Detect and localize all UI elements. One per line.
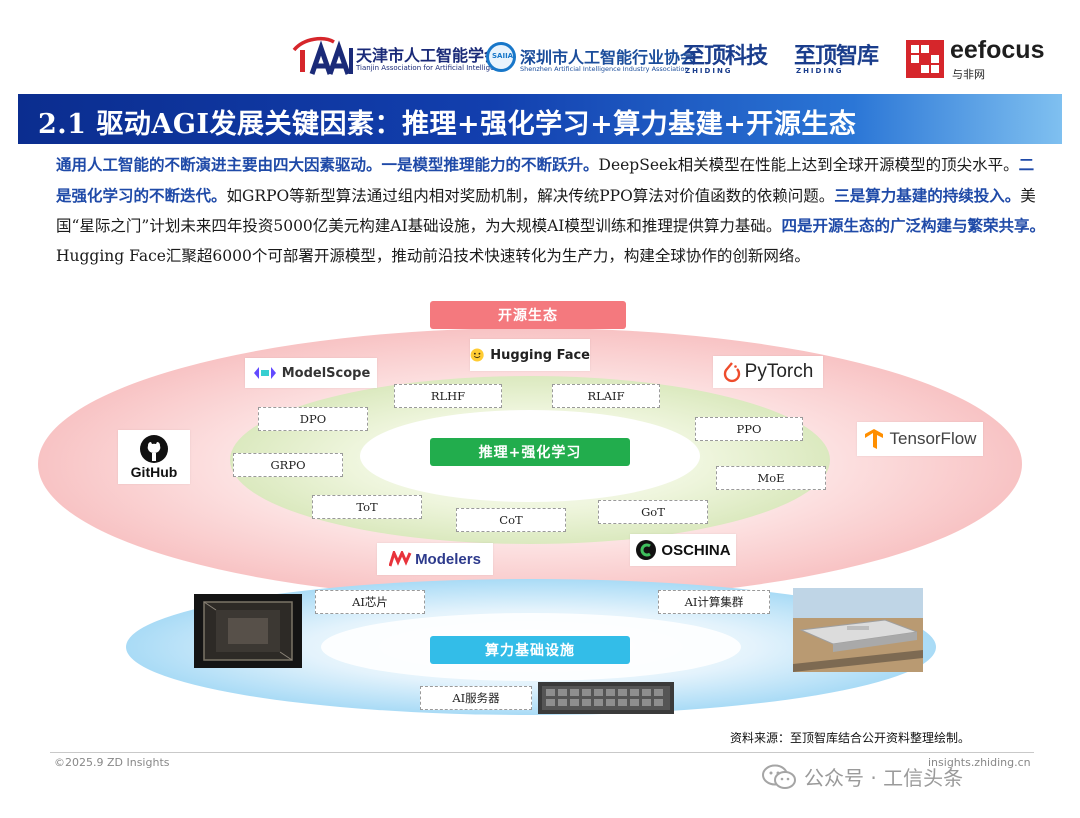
modelscope-label: ModelScope — [282, 366, 371, 381]
eefocus-logo: eefocus 与非网 — [906, 36, 1056, 80]
zhiding-tech-name: 至顶科技 — [683, 38, 767, 70]
modelscope-logo: ModelScope — [245, 358, 377, 388]
github-logo: GitHub — [118, 430, 190, 484]
github-octocat-icon — [139, 434, 169, 464]
tjaai-mark-icon — [290, 36, 354, 80]
modelscope-icon — [252, 364, 278, 382]
term-got: GoT — [598, 500, 708, 524]
ai-server-image — [538, 680, 674, 716]
oschina-icon — [635, 539, 657, 561]
szaia-badge-icon: SAIIA — [486, 42, 516, 72]
term-ai-cluster: AI计算集群 — [658, 590, 770, 614]
zhiding-tech-en: ZHIDING — [685, 67, 733, 75]
oschina-label: OSCHINA — [661, 542, 730, 559]
tjaai-logo: 天津市人工智能学会 Tianjin Association for Artifi… — [290, 36, 480, 80]
term-rlaif: RLAIF — [552, 384, 660, 408]
summary-segment-7: 四是开源生态的广泛构建与繁荣共享。 — [781, 216, 1045, 235]
eefocus-name: eefocus — [950, 36, 1044, 65]
open-source-pill: 开源生态 — [430, 301, 626, 329]
ai-chip-image — [194, 594, 302, 668]
wechat-watermark: 公众号 · 工信头条 — [762, 762, 963, 791]
summary-segment-1: 通用人工智能的不断演进主要由四大因素驱动。一是模型推理能力的不断跃升。 — [56, 155, 599, 174]
summary-paragraph: 通用人工智能的不断演进主要由四大因素驱动。一是模型推理能力的不断跃升。DeepS… — [56, 150, 1046, 271]
footer-divider — [50, 752, 1034, 753]
pytorch-logo: PyTorch — [713, 356, 823, 388]
eefocus-subtitle: 与非网 — [952, 66, 985, 82]
page-title: 2.1 驱动AGI发展关键因素：推理+强化学习+算力基建+开源生态 — [38, 102, 856, 141]
header-logos: 天津市人工智能学会 Tianjin Association for Artifi… — [290, 36, 1060, 86]
tensorflow-label: TensorFlow — [890, 429, 977, 449]
eefocus-grid-icon — [906, 40, 944, 78]
zhiding-think-tank-name: 至顶智库 — [794, 38, 878, 70]
term-rlhf: RLHF — [394, 384, 502, 408]
copyright-text: ©2025.9 ZD Insights — [54, 756, 170, 769]
szaia-english-name: Shenzhen Artificial Intelligence Industr… — [520, 65, 689, 73]
rl-pill: 推理+强化学习 — [430, 438, 630, 466]
term-dpo: DPO — [258, 407, 368, 431]
summary-segment-5: 三是算力基建的持续投入。 — [834, 186, 1020, 205]
term-ai-chip: AI芯片 — [315, 590, 425, 614]
summary-segment-8: Hugging Face汇聚超6000个可部署开源模型，推动前沿技术快速转化为生… — [56, 247, 810, 265]
term-cot: CoT — [456, 508, 566, 532]
modelers-icon — [389, 551, 413, 567]
summary-segment-4: 如GRPO等新型算法通过组内相对奖励机制，解决传统PPO算法对价值函数的依赖问题… — [227, 187, 835, 205]
huggingface-logo: Hugging Face — [470, 339, 590, 371]
tensorflow-logo: TensorFlow — [857, 422, 983, 456]
pytorch-label: PyTorch — [745, 361, 814, 383]
title-banner: 2.1 驱动AGI发展关键因素：推理+强化学习+算力基建+开源生态 — [18, 94, 1062, 144]
summary-segment-2: DeepSeek相关模型在性能上达到全球开源模型的顶尖水平。 — [599, 156, 1019, 174]
modelers-logo: Modelers — [377, 543, 493, 575]
szaia-logo: SAIIA 深圳市人工智能行业协会 Shenzhen Artificial In… — [486, 36, 694, 80]
infra-pill: 算力基础设施 — [430, 636, 630, 664]
term-tot: ToT — [312, 495, 422, 519]
watermark-text: 公众号 · 工信头条 — [804, 762, 963, 791]
agi-drivers-diagram: 开源生态 推理+强化学习 算力基础设施 RLHF RLAIF DPO PPO G… — [0, 296, 1080, 716]
modelers-label: Modelers — [415, 551, 481, 568]
szaia-badge-text: SAIIA — [492, 52, 513, 60]
tjaai-name: 天津市人工智能学会 — [356, 42, 500, 66]
ai-cluster-image — [793, 588, 923, 672]
tensorflow-icon — [864, 428, 884, 450]
source-note: 资料来源：至顶智库结合公开资料整理绘制。 — [730, 729, 970, 746]
huggingface-label: Hugging Face — [490, 348, 590, 363]
term-grpo: GRPO — [233, 453, 343, 477]
term-ppo: PPO — [695, 417, 803, 441]
zhiding-tech-logo: 至顶科技 ZHIDING — [683, 36, 789, 80]
term-moe: MoE — [716, 466, 826, 490]
github-label: GitHub — [131, 464, 178, 480]
huggingface-icon — [470, 344, 484, 366]
zhiding-think-tank-logo: 至顶智库 ZHIDING — [794, 36, 900, 80]
term-ai-server: AI服务器 — [420, 686, 532, 710]
zhiding-think-tank-en: ZHIDING — [796, 67, 844, 75]
pytorch-icon — [723, 361, 741, 383]
tjaai-english-name: Tianjin Association for Artificial Intel… — [356, 64, 507, 72]
oschina-logo: OSCHINA — [630, 534, 736, 566]
wechat-icon — [762, 764, 796, 790]
